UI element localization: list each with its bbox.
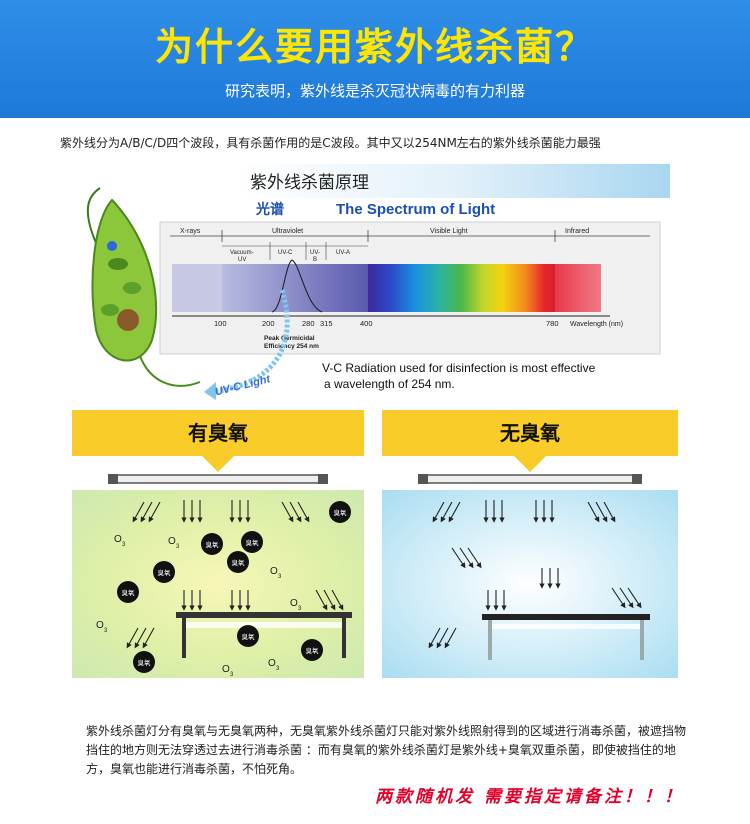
header-banner: 为什么要用紫外线杀菌？ 研究表明，紫外线是杀灭冠状病毒的有力利器 xyxy=(0,0,750,118)
sub-uvb-2: B xyxy=(313,257,317,263)
uvc-light-beam xyxy=(209,289,290,395)
uv-lamp-right xyxy=(418,474,642,484)
obstruction-shelf-right xyxy=(482,614,650,660)
uv-segment xyxy=(222,264,368,312)
peak-label-1: Peak Germicidal xyxy=(264,335,315,342)
sub-vacuum-2: UV xyxy=(238,257,246,263)
spectrum-en: The Spectrum of Light xyxy=(336,201,495,218)
panel-with-ozone: 有臭氧 xyxy=(72,410,364,678)
ozone-label: 臭氧 xyxy=(206,540,220,549)
o3-symbol: O xyxy=(222,664,230,675)
o3-sub: 3 xyxy=(230,672,234,678)
ozone-label: 臭氧 xyxy=(246,538,260,547)
uv-rays-right xyxy=(428,500,642,649)
o3-symbol: O xyxy=(168,536,176,547)
sub-uva: UV-A xyxy=(336,250,350,256)
caption-line-2: a wavelength of 254 nm. xyxy=(324,377,455,391)
panel-without-ozone-body xyxy=(382,490,678,678)
ir-segment xyxy=(555,264,601,312)
germicidal-curve xyxy=(271,259,323,313)
band-xrays: X-rays xyxy=(180,228,201,235)
ozone-molecules-left xyxy=(117,501,351,673)
ozone-label: 臭氧 xyxy=(306,646,320,655)
tick-315: 315 xyxy=(320,319,333,328)
panel-without-ozone-title: 无臭氧 xyxy=(382,410,678,456)
intro-text: 紫外线分为A/B/C/D四个波段，具有杀菌作用的是C波段。其中又以254NM左右… xyxy=(60,136,601,150)
uv-rays-left xyxy=(126,500,344,649)
o3-symbol: O xyxy=(268,658,276,669)
ozone-label: 臭氧 xyxy=(158,568,172,577)
uv-lamp-left xyxy=(108,474,328,484)
diagram-heading-bar xyxy=(240,164,670,198)
tick-780: 780 xyxy=(546,319,559,328)
tick-280: 280 xyxy=(302,319,315,328)
microbe-illustration xyxy=(86,187,201,387)
ozone-label: 臭氧 xyxy=(138,658,152,667)
spectrum-cn: 光谱 xyxy=(255,201,284,217)
o3-sub: 3 xyxy=(278,574,282,580)
o3-sub: 3 xyxy=(276,666,280,672)
tick-200: 200 xyxy=(262,319,275,328)
band-uv: Ultraviolet xyxy=(272,228,303,235)
panel-with-ozone-title: 有臭氧 xyxy=(72,410,364,456)
tick-400: 400 xyxy=(360,319,373,328)
o3-symbol: O xyxy=(96,620,104,631)
sub-uvb-1: UV- xyxy=(310,250,320,256)
page-title: 为什么要用紫外线杀菌？ xyxy=(154,25,595,69)
sub-uvc: UV-C xyxy=(278,250,293,256)
o3-symbol: O xyxy=(290,598,298,609)
panel-without-ozone: 无臭氧 xyxy=(382,410,678,678)
panel-with-ozone-pointer xyxy=(202,456,234,472)
panel-without-ozone-pointer xyxy=(514,456,546,472)
obstruction-shelf-left xyxy=(176,612,352,658)
caption-line-1: V-C Radiation used for disinfection is m… xyxy=(322,361,596,375)
xray-segment xyxy=(172,264,222,312)
ozone-label: 臭氧 xyxy=(242,632,256,641)
shipping-note: 两款随机发 需要指定请备注！！！ xyxy=(375,787,684,807)
o3-sub: 3 xyxy=(298,606,302,612)
ozone-label: 臭氧 xyxy=(122,588,136,597)
o3-symbol: O xyxy=(114,534,122,545)
tick-100: 100 xyxy=(214,319,227,328)
o3-symbol: O xyxy=(270,566,278,577)
o3-sub: 3 xyxy=(176,544,180,550)
band-visible: Visible Light xyxy=(430,228,468,235)
sub-vacuum-1: Vacuum- xyxy=(230,250,254,256)
band-ir: Infrared xyxy=(565,228,589,235)
uvc-light-label: UV-C Light xyxy=(214,373,273,399)
page-subtitle: 研究表明，紫外线是杀灭冠状病毒的有力利器 xyxy=(224,82,525,100)
ozone-label: 臭氧 xyxy=(334,508,348,517)
o3-sub: 3 xyxy=(104,628,108,634)
peak-label-2: Efficiency 254 nm xyxy=(264,343,319,350)
visible-segment xyxy=(368,264,555,312)
diagram-heading: 紫外线杀菌原理 xyxy=(250,173,369,192)
wavelength-label: Wavelength (nm) xyxy=(570,321,623,328)
ozone-label: 臭氧 xyxy=(232,558,246,567)
uv-principle-diagram: 紫外线杀菌原理 光谱 The Spectrum of Light X-rays … xyxy=(0,160,750,400)
description-text: 紫外线杀菌灯分有臭氧与无臭氧两种，无臭氧紫外线杀菌灯只能对紫外线照射得到的区域进… xyxy=(86,724,687,776)
o3-sub: 3 xyxy=(122,542,126,548)
